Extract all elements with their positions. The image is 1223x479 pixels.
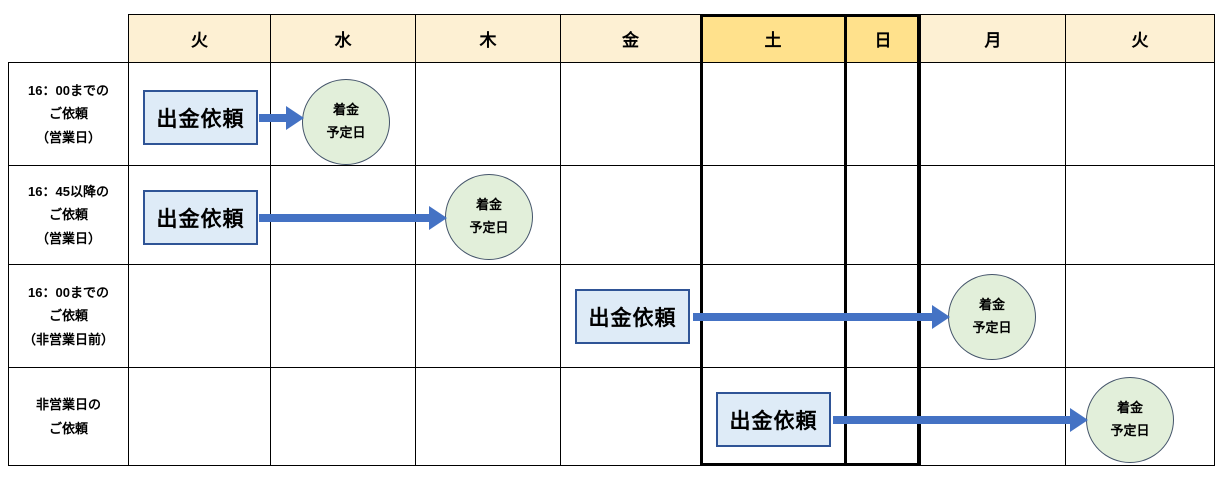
arrow-right [259, 106, 304, 130]
table-cell [845, 165, 920, 264]
table-cell [845, 62, 920, 165]
table-cell [128, 264, 270, 367]
day-header-tue-next: 火 [1065, 14, 1215, 62]
table-cell [920, 62, 1065, 165]
table-corner-cell [8, 14, 128, 62]
table-cell [270, 264, 415, 367]
table-cell [1065, 264, 1215, 367]
table-cell [128, 367, 270, 466]
arrow-right [693, 305, 950, 329]
table-cell [270, 367, 415, 466]
arrival-date-circle: 着金 予定日 [302, 79, 390, 165]
withdrawal-request-box: 出金依頼 [716, 392, 831, 447]
table-cell [1065, 165, 1215, 264]
day-header-mon: 月 [920, 14, 1065, 62]
table-cell [920, 165, 1065, 264]
table-cell [560, 62, 700, 165]
day-header-wed: 水 [270, 14, 415, 62]
arrival-date-circle: 着金 予定日 [948, 274, 1036, 360]
row-label-4: 非営業日の ご依頼 [8, 367, 128, 466]
arrow-right [259, 206, 447, 230]
day-header-fri: 金 [560, 14, 700, 62]
arrival-date-circle: 着金 予定日 [445, 174, 533, 260]
table-cell [1065, 62, 1215, 165]
day-header-sun: 日 [845, 14, 920, 62]
row-label-2: 16：45以降の ご依頼 （営業日） [8, 165, 128, 264]
table-cell [560, 367, 700, 466]
day-header-sat: 土 [700, 14, 845, 62]
day-header-thu: 木 [415, 14, 560, 62]
arrival-date-circle: 着金 予定日 [1086, 377, 1174, 463]
row-label-3: 16：00までの ご依頼 （非営業日前） [8, 264, 128, 367]
withdrawal-request-box: 出金依頼 [143, 90, 258, 145]
table-cell [700, 62, 845, 165]
row-label-1: 16：00までの ご依頼 （営業日） [8, 62, 128, 165]
table-cell [415, 62, 560, 165]
table-cell [560, 165, 700, 264]
arrow-right [833, 408, 1088, 432]
table-cell [700, 165, 845, 264]
table-cell [415, 367, 560, 466]
withdrawal-request-box: 出金依頼 [143, 190, 258, 245]
withdrawal-request-box: 出金依頼 [575, 289, 690, 344]
day-header-tue: 火 [128, 14, 270, 62]
table-cell [415, 264, 560, 367]
